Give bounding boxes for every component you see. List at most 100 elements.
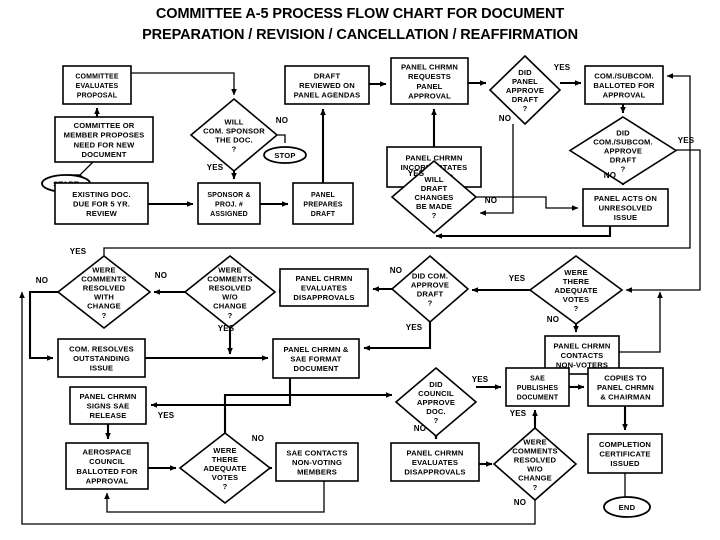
node-diamond (189, 97, 279, 173)
edge-resolvedwith-yes-to-balloted (103, 73, 691, 256)
edge-label-lbl-yes-adequate1: YES (509, 274, 526, 283)
node-rect (587, 367, 664, 407)
node-rect (292, 182, 354, 225)
node-sponsor-proj: SPONSOR &PROJ. #ASSIGNED (197, 182, 261, 225)
edge-reswo2-no-to-resolvedwith (19, 291, 536, 525)
edge-label-lbl-yes-comappr: YES (406, 323, 423, 332)
edge-start-to-proposes (66, 161, 94, 176)
node-diamond (56, 254, 152, 330)
node-rect (65, 442, 149, 490)
node-label: SPONSOR &PROJ. #ASSIGNED (207, 192, 250, 218)
edge-saecontacts-back-to-council (104, 481, 325, 513)
edge-label-lbl-yes-reswo2: YES (510, 409, 527, 418)
edge-draftchanges-no-to-panelacts (476, 196, 579, 211)
node-rect (587, 433, 663, 474)
node-rect (284, 65, 370, 105)
node-existing-doc: EXISTING DOC.DUE FOR 5 YR.REVIEW (54, 182, 149, 225)
node-diamond (568, 116, 678, 185)
node-label: END (619, 503, 636, 512)
edge-label-lbl-yes-resolvedw: YES (70, 247, 87, 256)
node-rect (54, 182, 149, 225)
edge-label-lbl-yes-draftchg: YES (408, 169, 425, 178)
edge-didcomsub-yes-to-adequatevotes (625, 149, 701, 293)
node-rect (197, 182, 261, 225)
title-line-2: PREPARATION / REVISION / CANCELLATION / … (142, 27, 578, 43)
node-label: STOP (274, 151, 295, 160)
node-ellipse (603, 496, 651, 518)
node-rect (582, 188, 669, 227)
edge-label-lbl-no-sponsor: NO (276, 116, 288, 125)
edge-contacts-back-to-adequate1 (619, 291, 663, 353)
node-rect (279, 268, 369, 307)
node-rect (390, 57, 469, 105)
node-diamond (488, 54, 562, 126)
edge-label-lbl-no-reswo2: NO (514, 498, 526, 507)
edge-label-lbl-yes-resolvedwo: YES (218, 324, 235, 333)
node-rect (69, 386, 147, 425)
node-diamond (394, 366, 478, 438)
node-rect (275, 442, 359, 482)
node-diamond (528, 255, 624, 325)
edge-label-lbl-no-draftchg: NO (485, 196, 497, 205)
node-rect (62, 65, 132, 105)
edge-label-lbl-no-adequate1: NO (547, 315, 559, 324)
node-diamond (390, 159, 478, 235)
edge-evaluates-to-sponsor (131, 72, 237, 96)
edge-label-lbl-yes-adeq2: YES (158, 411, 175, 420)
edge-label-lbl-yes-sponsor: YES (207, 163, 224, 172)
flowchart-edge-labels: NOYESYESNOYESNOYESNOYESNONOYESNOYESYESNO… (36, 63, 695, 507)
node-rect (57, 338, 146, 378)
node-stop: STOP (263, 146, 307, 164)
edge-didcom-yes-to-saeformat (363, 322, 432, 351)
flowchart-nodes: STARTCOMMITTEEEVALUATESPROPOSALCOMMITTEE… (41, 54, 678, 518)
edge-label-lbl-no-resolvedwo: NO (155, 271, 167, 280)
node-rect (505, 367, 570, 407)
